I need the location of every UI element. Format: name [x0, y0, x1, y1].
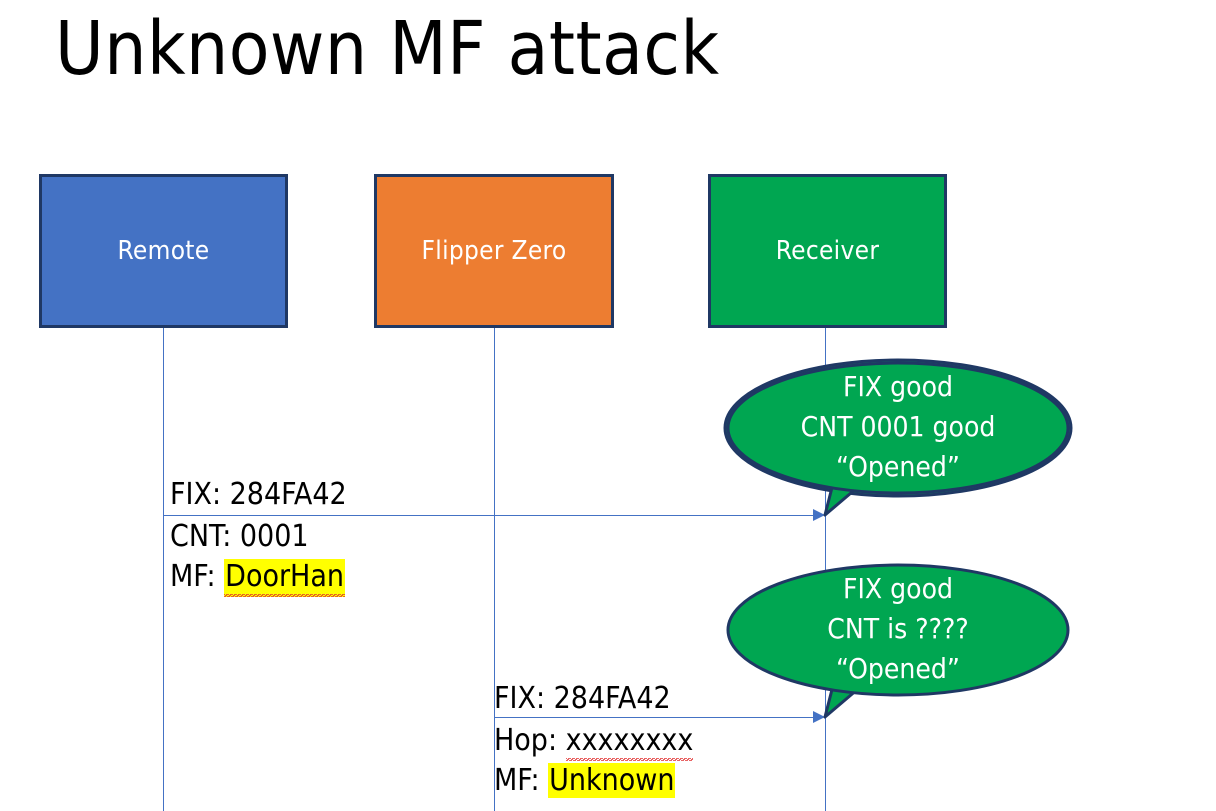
- speech-bubble-2[interactable]: FIX good CNT is ???? “Opened”: [718, 560, 1078, 725]
- message-2-fix-text: FIX: 284FA42: [494, 681, 671, 716]
- message-2-mf-line: MF: Unknown: [494, 761, 693, 801]
- message-label-1-above: FIX: 284FA42: [170, 475, 347, 515]
- lifeline-flipper-zero: [494, 328, 495, 811]
- speech-bubble-1-shape: [723, 358, 1073, 517]
- message-arrow-head-1: [813, 509, 825, 521]
- message-arrow-head-2: [813, 711, 825, 723]
- message-2-mf-prefix: MF:: [494, 763, 549, 798]
- message-1-mf-value: DoorHan: [224, 559, 345, 597]
- message-label-2-above: FIX: 284FA42: [494, 679, 671, 719]
- message-2-hop-line: Hop: xxxxxxxx: [494, 721, 694, 761]
- actor-label-flipper-zero: Flipper Zero: [421, 236, 567, 266]
- actor-box-flipper-zero[interactable]: Flipper Zero: [374, 174, 614, 328]
- message-1-cnt-text: CNT: 0001: [170, 519, 309, 554]
- actor-box-remote[interactable]: Remote: [39, 174, 288, 328]
- actor-box-receiver[interactable]: Receiver: [708, 174, 947, 328]
- message-1-mf-line: MF: DoorHan: [170, 557, 345, 597]
- actor-label-receiver: Receiver: [775, 236, 880, 266]
- message-label-1-below: CNT: 0001 MF: DoorHan: [170, 517, 345, 597]
- message-2-mf-value: Unknown: [548, 763, 676, 798]
- page-title: Unknown MF attack: [55, 6, 720, 92]
- lifeline-remote: [163, 328, 164, 811]
- speech-bubble-1[interactable]: FIX good CNT 0001 good “Opened”: [718, 358, 1078, 523]
- message-label-2-below: Hop: xxxxxxxx MF: Unknown: [494, 721, 694, 801]
- speech-bubble-2-shape: [726, 563, 1070, 719]
- actor-label-remote: Remote: [117, 236, 210, 266]
- message-arrow-line-1: [163, 515, 818, 516]
- message-1-fix-text: FIX: 284FA42: [170, 477, 347, 512]
- message-1-mf-prefix: MF:: [170, 559, 225, 594]
- message-1-cnt-line: CNT: 0001: [170, 517, 345, 557]
- message-2-hop-prefix: Hop:: [494, 723, 566, 758]
- message-arrow-line-2: [494, 717, 818, 718]
- message-2-hop-value: xxxxxxxx: [565, 723, 694, 761]
